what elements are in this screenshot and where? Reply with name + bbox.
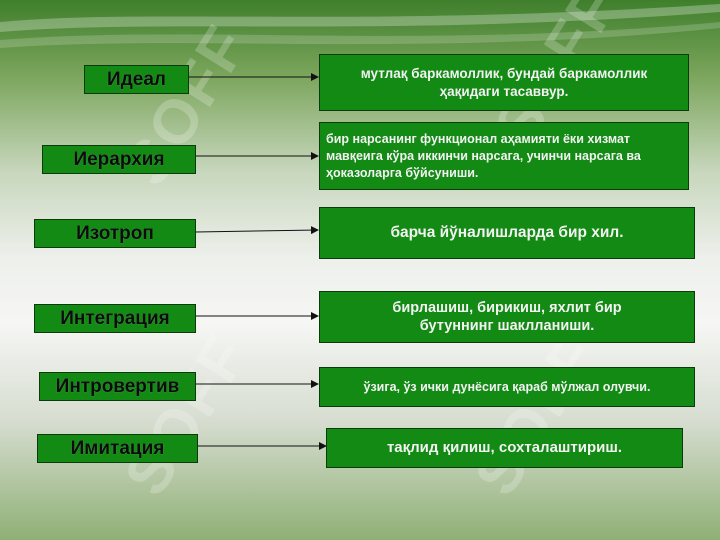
- definition-box: бирлашиш, бирикиш, яхлит бир бутуннинг ш…: [319, 291, 695, 343]
- definition-box: барча йўналишларда бир хил.: [319, 207, 695, 259]
- term-box: Имитация: [37, 434, 198, 463]
- definition-box: мутлақ баркамоллик, бундай баркамоллик ҳ…: [319, 54, 689, 111]
- definition-box: ўзига, ўз ички дунёсига қараб мўлжал олу…: [319, 367, 695, 407]
- arrow-3: [195, 226, 319, 235]
- term-box: Изотроп: [34, 219, 196, 248]
- term-box: Интровертив: [39, 372, 196, 401]
- term-box: Идеал: [84, 65, 189, 94]
- term-box: Интеграция: [34, 304, 196, 333]
- term-box: Иерархия: [42, 145, 196, 174]
- definition-box: бир нарсанинг функционал аҳамияти ёки хи…: [319, 122, 689, 190]
- background-swoosh: [0, 4, 720, 48]
- definition-box: тақлид қилиш, сохталаштириш.: [326, 428, 683, 468]
